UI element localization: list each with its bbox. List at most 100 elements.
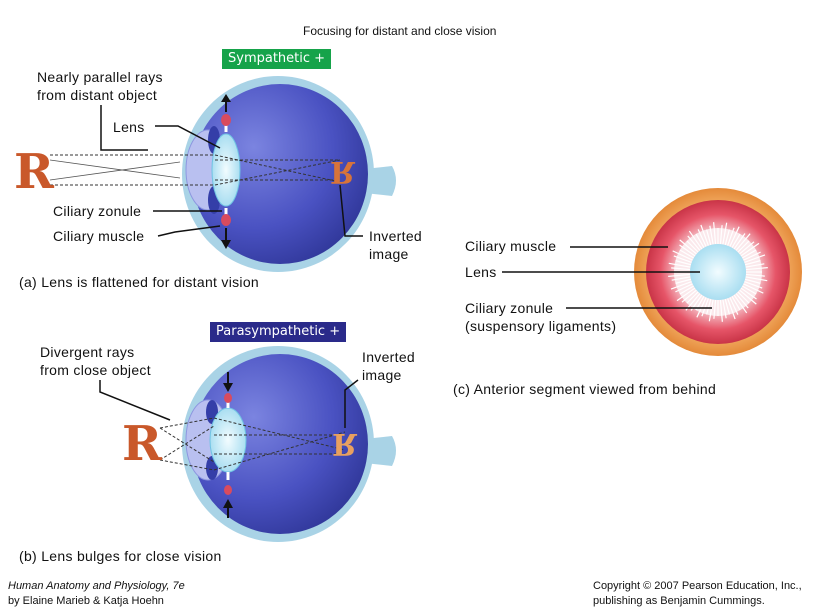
zonule-fiber <box>719 225 723 245</box>
zonule-fiber <box>686 240 699 253</box>
ciliary-muscle-bottom <box>224 485 232 495</box>
label-ciliary-zonule-c: Ciliary zonule <box>465 300 554 316</box>
zonule-fiber <box>744 278 761 284</box>
zonule-fiber <box>741 285 757 295</box>
zonule-fiber <box>743 283 764 294</box>
zonule-fiber <box>675 260 692 266</box>
zonule-fiber <box>733 294 748 314</box>
zonule-fiber <box>687 235 701 251</box>
distant-object-letter: R <box>14 144 54 200</box>
zonule-fiber <box>706 229 712 246</box>
label-inverted-image-1: Inverted <box>369 228 422 244</box>
zonule-fiber <box>735 293 749 309</box>
label-parallel-rays: Nearly parallel rays <box>37 69 163 85</box>
caption-c: (c) Anterior segment viewed from behind <box>453 381 717 397</box>
zonule-fiber <box>679 239 697 255</box>
caption-b: (b) Lens bulges for close vision <box>19 548 222 564</box>
label-ciliary-muscle-c: Ciliary muscle <box>465 238 557 254</box>
arrow-in-bottom-head <box>223 499 233 508</box>
zonule-fiber <box>724 298 730 315</box>
arrow-down-head <box>221 240 231 249</box>
zonule-fiber <box>700 224 709 246</box>
lens-disc <box>690 244 746 300</box>
zonule-fiber <box>706 298 712 315</box>
label-inverted-image-b-2: image <box>362 367 402 383</box>
zonule-fiber <box>735 233 751 251</box>
zonule-fiber <box>719 299 723 322</box>
zonule-fiber <box>697 229 707 247</box>
footer-copyright-1: Copyright © 2007 Pearson Education, Inc.… <box>593 580 802 592</box>
anterior-segment <box>634 188 802 356</box>
zonule-fiber <box>722 222 728 245</box>
leader-lines <box>99 105 712 428</box>
zonule-fiber <box>676 287 696 302</box>
zonule-fiber <box>671 276 691 281</box>
zonule-fiber <box>713 222 717 245</box>
eye-distant <box>49 76 396 272</box>
parasympathetic-badge: Parasympathetic + <box>210 322 347 342</box>
inverted-image-letter-b: R <box>332 426 357 461</box>
zonule-fiber <box>740 242 760 257</box>
zonule-fiber <box>708 299 714 322</box>
label-divergent-rays-2: from close object <box>40 362 151 378</box>
zonule-fiber <box>745 267 768 271</box>
label-ciliary-muscle: Ciliary muscle <box>53 228 145 244</box>
zonule-fiber <box>727 227 735 246</box>
zonule-fiber <box>724 229 730 246</box>
footer-copyright-2: publishing as Benjamin Cummings. <box>593 595 765 607</box>
zonule-fiber <box>744 260 761 266</box>
label-parallel-rays-2: from distant object <box>37 87 158 103</box>
zonule-fiber <box>744 281 763 289</box>
zonule-fiber <box>681 289 697 303</box>
zonule-fiber <box>744 254 766 263</box>
page-title: Focusing for distant and close vision <box>303 24 497 38</box>
eyeball <box>192 354 368 534</box>
zonule-fiber <box>675 283 693 293</box>
zonule-fiber <box>729 226 740 247</box>
ciliary-muscle-top <box>221 114 231 126</box>
zonule-fiber <box>668 273 691 277</box>
label-inverted-image-2: image <box>369 246 409 262</box>
light-rays <box>159 417 346 471</box>
zonule-fiber <box>713 299 717 319</box>
zonule-fiber <box>727 298 736 320</box>
zonule-fiber <box>701 298 709 317</box>
label-lens: Lens <box>113 119 145 135</box>
zonule-fiber <box>686 291 699 304</box>
light-rays <box>50 154 341 186</box>
zonule-fiber <box>670 281 692 290</box>
zonule-fiber <box>729 297 739 315</box>
zonule-fiber <box>688 230 703 250</box>
caption-a: (a) Lens is flattened for distant vision <box>19 274 260 290</box>
footer-authors: by Elaine Marieb & Katja Hoehn <box>8 595 164 607</box>
label-ciliary-zonule: Ciliary zonule <box>53 203 142 219</box>
ciliary-muscle-top <box>224 393 232 403</box>
label-lens-c: Lens <box>465 264 497 280</box>
zonule-fiber <box>679 285 695 295</box>
eyeball <box>192 84 368 264</box>
zonule-fiber <box>668 262 691 268</box>
zonule-fiber <box>673 255 692 263</box>
footer-book-title: Human Anatomy and Physiology, 7e <box>8 580 185 592</box>
zonule-fiber <box>740 287 757 300</box>
sympathetic-badge: Sympathetic + <box>222 49 332 69</box>
zonule-fiber <box>695 233 705 249</box>
zonule-fibers <box>668 222 768 322</box>
ciliary-muscle-bottom <box>221 214 231 226</box>
zonule-fiber <box>745 276 768 282</box>
inverted-image-letter: R <box>330 154 355 189</box>
eye-close <box>159 346 396 542</box>
arrow-in-top-head <box>223 383 233 392</box>
label-divergent-rays: Divergent rays <box>40 344 135 360</box>
arrow-up-head <box>221 94 231 102</box>
zonule-fiber <box>737 240 750 253</box>
light-rays-solid <box>49 159 181 181</box>
zonule-fiber <box>671 267 691 271</box>
zonule-fiber <box>739 241 755 255</box>
zonule-fiber <box>731 233 741 249</box>
zonule-fiber <box>733 233 746 250</box>
zonule-fiber <box>745 263 765 268</box>
zonule-fiber <box>737 291 750 304</box>
zonule-fiber <box>672 250 693 261</box>
